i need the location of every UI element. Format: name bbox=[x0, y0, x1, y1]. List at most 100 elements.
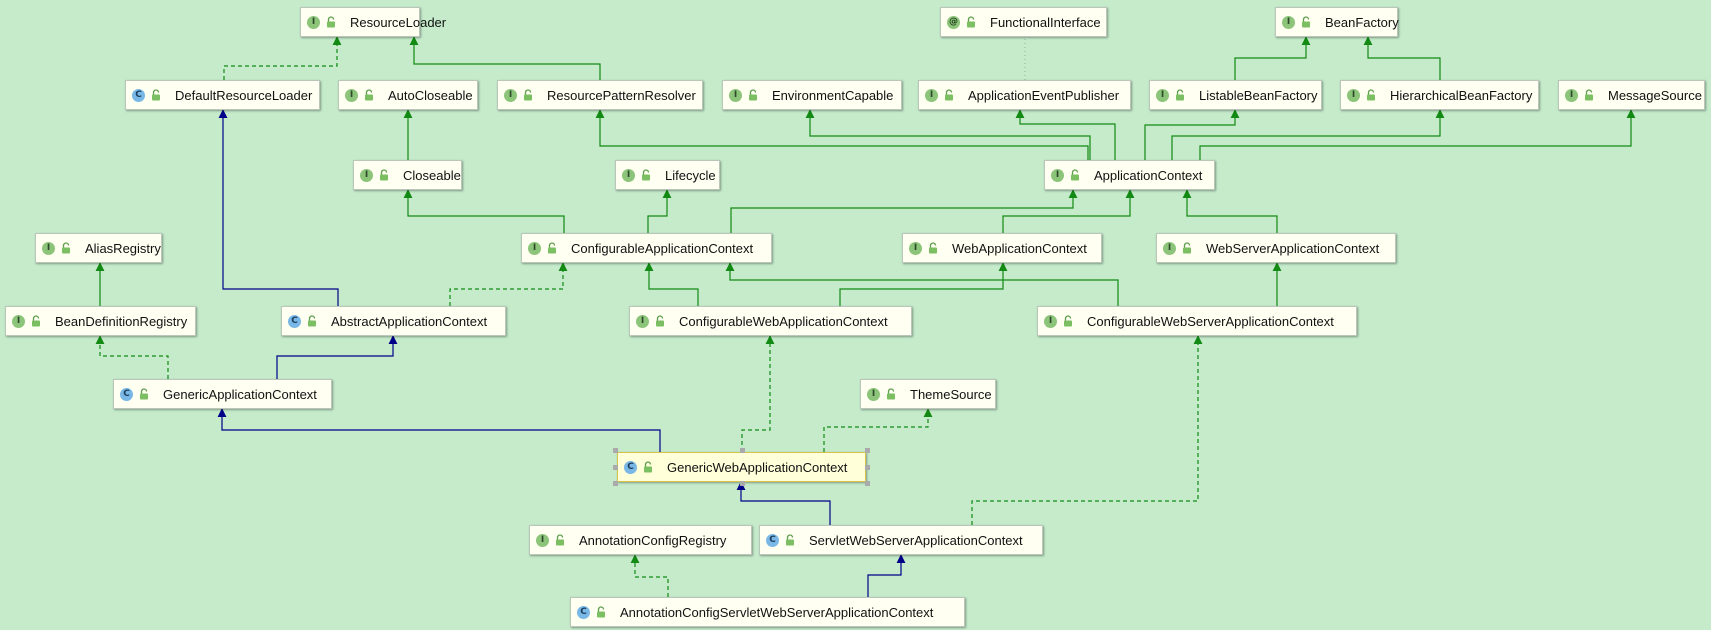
edge-extends-class bbox=[218, 109, 339, 306]
edge-extends-class bbox=[276, 335, 398, 379]
node-label: ListableBeanFactory bbox=[1199, 87, 1318, 103]
class-icon: C bbox=[624, 460, 637, 474]
node-label: ApplicationEventPublisher bbox=[968, 87, 1120, 103]
interface-icon: I bbox=[925, 88, 938, 102]
node-label: ApplicationContext bbox=[1094, 167, 1203, 183]
node-label: WebServerApplicationContext bbox=[1206, 240, 1380, 256]
selection-handle[interactable] bbox=[739, 448, 745, 453]
node-label: AliasRegistry bbox=[85, 240, 161, 256]
edge-extends-interface bbox=[1015, 109, 1116, 160]
public-access-icon bbox=[61, 242, 71, 254]
node-label: HierarchicalBeanFactory bbox=[1390, 87, 1533, 103]
interface-icon: I bbox=[528, 241, 541, 255]
public-access-icon bbox=[966, 16, 976, 28]
node-auto-closeable[interactable]: I AutoCloseable bbox=[338, 80, 478, 110]
public-access-icon bbox=[655, 315, 665, 327]
class-icon: C bbox=[577, 605, 590, 619]
interface-icon: I bbox=[867, 387, 880, 401]
edge-extends-interface bbox=[1002, 189, 1135, 233]
node-application-event-publisher[interactable]: I ApplicationEventPublisher bbox=[918, 80, 1131, 110]
interface-icon: I bbox=[729, 88, 742, 102]
public-access-icon bbox=[1175, 89, 1185, 101]
annotation-icon: @ bbox=[947, 15, 960, 29]
class-icon: C bbox=[132, 88, 145, 102]
public-access-icon bbox=[139, 388, 149, 400]
interface-icon: I bbox=[909, 241, 922, 255]
public-access-icon bbox=[31, 315, 41, 327]
interface-icon: I bbox=[345, 88, 358, 102]
node-functional-interface[interactable]: @FunctionalInterface bbox=[940, 7, 1107, 37]
public-access-icon bbox=[326, 16, 336, 28]
public-access-icon bbox=[1301, 16, 1311, 28]
node-environment-capable[interactable]: I EnvironmentCapable bbox=[722, 80, 902, 110]
edge-extends-interface bbox=[730, 189, 1078, 233]
public-access-icon bbox=[379, 169, 389, 181]
selection-handle[interactable] bbox=[865, 481, 870, 486]
selection-handle[interactable] bbox=[865, 448, 870, 453]
edge-extends-interface bbox=[644, 262, 699, 306]
selection-handle[interactable] bbox=[613, 481, 618, 486]
edge-implements bbox=[449, 262, 568, 306]
public-access-icon bbox=[547, 242, 557, 254]
node-label: MessageSource bbox=[1608, 87, 1702, 103]
public-access-icon bbox=[785, 534, 795, 546]
public-access-icon bbox=[307, 315, 317, 327]
selection-handle[interactable] bbox=[613, 448, 618, 453]
node-label: ConfigurableWebApplicationContext bbox=[679, 313, 888, 329]
node-label: ServletWebServerApplicationContext bbox=[809, 532, 1023, 548]
interface-icon: I bbox=[1282, 15, 1295, 29]
node-label: AnnotationConfigRegistry bbox=[579, 532, 727, 548]
edge-extends-interface bbox=[1171, 109, 1445, 160]
node-label: ResourcePatternResolver bbox=[547, 87, 696, 103]
node-label: DefaultResourceLoader bbox=[175, 87, 313, 103]
node-label: AutoCloseable bbox=[388, 87, 473, 103]
edge-extends-class bbox=[217, 408, 661, 452]
selection-handle[interactable] bbox=[613, 465, 618, 470]
node-label: BeanDefinitionRegistry bbox=[55, 313, 188, 329]
node-default-resource-loader[interactable]: C DefaultResourceLoader bbox=[125, 80, 320, 110]
edge-extends-interface bbox=[1144, 109, 1240, 160]
node-label: EnvironmentCapable bbox=[772, 87, 894, 103]
class-icon: C bbox=[766, 533, 779, 547]
node-bean-definition-registry[interactable]: I BeanDefinitionRegistry bbox=[5, 306, 196, 336]
interface-icon: I bbox=[1044, 314, 1057, 328]
public-access-icon bbox=[641, 169, 651, 181]
node-label: Closeable bbox=[403, 167, 461, 183]
node-servlet-web-server-application-context[interactable]: C ServletWebServerApplicationContext bbox=[759, 525, 1043, 555]
selection-handle[interactable] bbox=[739, 481, 745, 486]
public-access-icon bbox=[523, 89, 533, 101]
selection-handle[interactable] bbox=[865, 465, 870, 470]
edge-implements bbox=[823, 408, 933, 452]
public-access-icon bbox=[1063, 315, 1073, 327]
edge-extends-interface bbox=[725, 262, 1119, 306]
public-access-icon bbox=[928, 242, 938, 254]
node-label: AbstractApplicationContext bbox=[331, 313, 488, 329]
interface-icon: I bbox=[12, 314, 25, 328]
edge-extends-interface bbox=[1199, 109, 1636, 160]
edge-extends-interface bbox=[839, 262, 1008, 306]
edge-extends-interface bbox=[1182, 189, 1278, 233]
edge-implements bbox=[95, 335, 169, 379]
